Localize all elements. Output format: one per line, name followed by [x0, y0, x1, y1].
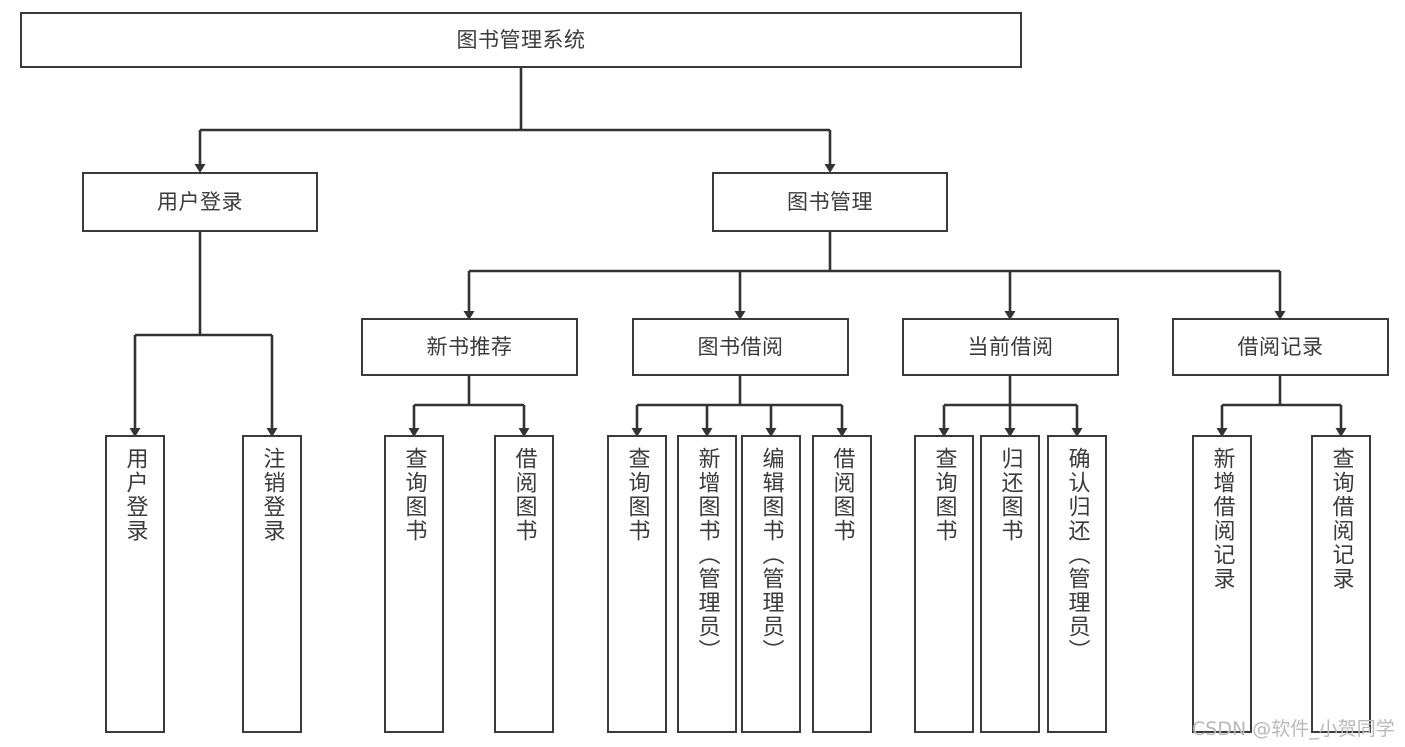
- node-book-manage[interactable]: 图书管理: [712, 172, 948, 232]
- node-current-borrow[interactable]: 当前借阅: [902, 318, 1119, 376]
- node-borrow-record[interactable]: 借阅记录: [1172, 318, 1389, 376]
- leaf-query-book-1[interactable]: 查询图书: [384, 435, 444, 733]
- node-root-label: 图书管理系统: [456, 27, 586, 52]
- leaf-add-record-label: 新增借阅记录: [1209, 447, 1235, 591]
- leaf-add-record[interactable]: 新增借阅记录: [1192, 435, 1252, 733]
- leaf-return-book-label: 归还图书: [997, 447, 1023, 543]
- leaf-logout-login-label: 注销登录: [259, 447, 285, 543]
- leaf-user-login-label: 用户登录: [122, 447, 148, 543]
- leaf-query-record[interactable]: 查询借阅记录: [1311, 435, 1371, 733]
- node-user-login[interactable]: 用户登录: [82, 172, 318, 232]
- node-current-borrow-label: 当前借阅: [967, 334, 1054, 359]
- leaf-logout-login[interactable]: 注销登录: [242, 435, 302, 733]
- leaf-query-book-1-label: 查询图书: [401, 447, 427, 543]
- csdn-watermark: CSDN @软件_小贺同学: [1192, 718, 1395, 740]
- node-book-borrow[interactable]: 图书借阅: [632, 318, 849, 376]
- leaf-query-book-2-label: 查询图书: [624, 447, 650, 543]
- node-new-book-recommend-label: 新书推荐: [426, 334, 513, 359]
- leaf-borrow-book-2[interactable]: 借阅图书: [812, 435, 872, 733]
- leaf-query-book-3-label: 查询图书: [931, 447, 957, 543]
- leaf-confirm-return-label: 确认归还（管理员）: [1064, 447, 1090, 663]
- leaf-borrow-book-1[interactable]: 借阅图书: [494, 435, 554, 733]
- node-borrow-record-label: 借阅记录: [1237, 334, 1324, 359]
- node-new-book-recommend[interactable]: 新书推荐: [361, 318, 578, 376]
- leaf-confirm-return[interactable]: 确认归还（管理员）: [1047, 435, 1107, 733]
- leaf-add-book[interactable]: 新增图书（管理员）: [677, 435, 737, 733]
- leaf-query-book-3[interactable]: 查询图书: [914, 435, 974, 733]
- node-root[interactable]: 图书管理系统: [20, 12, 1022, 68]
- leaf-user-login[interactable]: 用户登录: [105, 435, 165, 733]
- node-user-login-label: 用户登录: [157, 189, 243, 214]
- node-book-manage-label: 图书管理: [787, 189, 873, 214]
- leaf-query-record-label: 查询借阅记录: [1328, 447, 1354, 591]
- leaf-return-book[interactable]: 归还图书: [980, 435, 1040, 733]
- leaf-edit-book-label: 编辑图书（管理员）: [758, 447, 784, 663]
- node-book-borrow-label: 图书借阅: [697, 334, 784, 359]
- leaf-add-book-label: 新增图书（管理员）: [694, 447, 720, 663]
- leaf-edit-book[interactable]: 编辑图书（管理员）: [741, 435, 801, 733]
- leaf-borrow-book-2-label: 借阅图书: [829, 447, 855, 543]
- leaf-query-book-2[interactable]: 查询图书: [607, 435, 667, 733]
- leaf-borrow-book-1-label: 借阅图书: [511, 447, 537, 543]
